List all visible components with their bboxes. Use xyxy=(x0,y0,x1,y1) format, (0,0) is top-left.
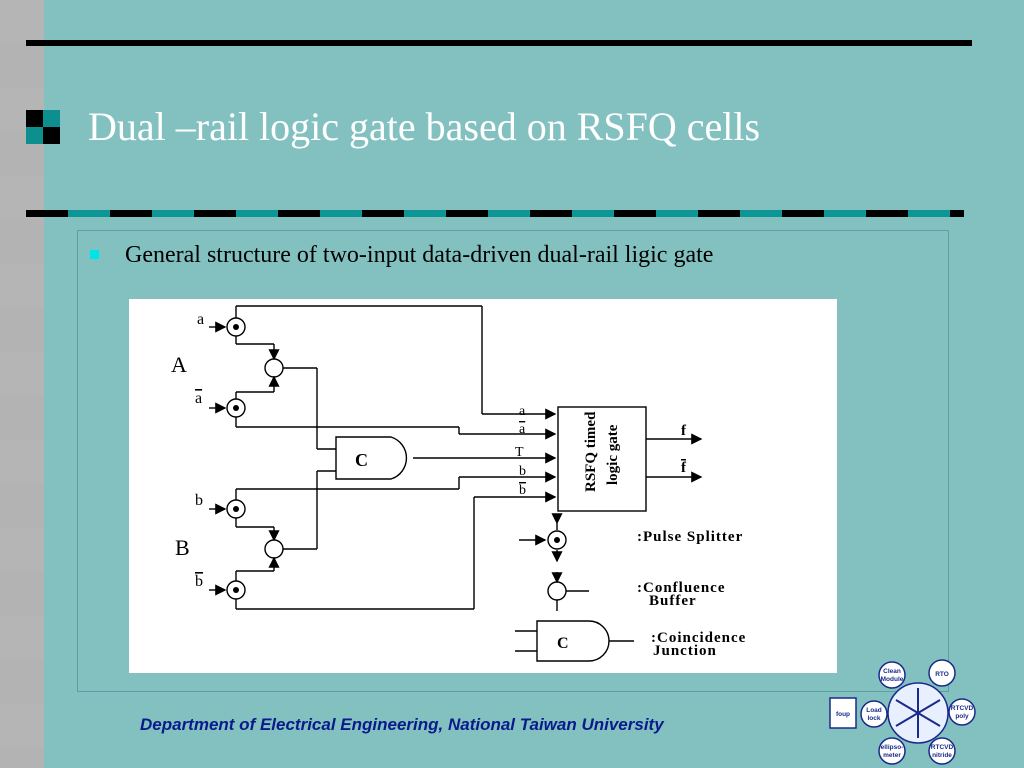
logo-clean: Clean xyxy=(883,668,901,675)
logo-meter: meter xyxy=(883,752,901,759)
logo-poly: poly xyxy=(955,713,969,720)
label-gate-line2: logic gate xyxy=(605,424,621,485)
label-out-f-bar: f xyxy=(681,460,687,476)
legend-c-label: C xyxy=(557,635,569,652)
logo-rto: RTO xyxy=(935,671,949,678)
label-input-b-bar: b xyxy=(195,573,203,590)
c-gate xyxy=(335,436,408,480)
dashed-rule xyxy=(26,210,964,217)
legend-confluence-text-1: :Confluence xyxy=(637,580,726,596)
legend-confluence-text-2: Buffer xyxy=(649,593,697,609)
label-c: C xyxy=(355,450,368,470)
label-gate-a-bar: a xyxy=(519,422,526,437)
confluence-b xyxy=(264,539,284,559)
bullet-icon xyxy=(90,250,99,259)
label-input-b: b xyxy=(195,492,203,509)
label-gate-b: b xyxy=(519,464,526,479)
label-gate-line1: RSFQ timed xyxy=(583,411,599,492)
strip-block xyxy=(0,528,44,572)
logo-lock: lock xyxy=(867,715,880,722)
footer-text: Department of Electrical Engineering, Na… xyxy=(140,715,664,734)
strip-block xyxy=(0,616,44,660)
legend-confluence-icon xyxy=(547,581,567,601)
title-bullet-icon xyxy=(26,110,60,144)
strip-block xyxy=(0,264,44,308)
logo-module: Module xyxy=(881,676,904,683)
label-group-a: A xyxy=(171,352,187,377)
circuit-svg: a a b b A B C a a T b b f f RSFQ timed l… xyxy=(171,305,746,662)
legend-splitter-text: :Pulse Splitter xyxy=(637,529,743,545)
legend-coincidence-icon xyxy=(536,620,610,662)
strip-block xyxy=(0,704,44,748)
logo-rtcvd-1: RTCVD xyxy=(951,705,974,712)
label-out-f: f xyxy=(681,423,687,439)
content-frame xyxy=(77,230,949,692)
label-gate-a: a xyxy=(519,404,526,419)
strip-block xyxy=(0,352,44,396)
label-gate-t: T xyxy=(515,445,524,460)
confluence-a xyxy=(264,358,284,378)
bullet-text: General structure of two-input data-driv… xyxy=(125,242,714,268)
logo-ellipso: ellipso- xyxy=(881,744,904,751)
label-input-a: a xyxy=(197,311,204,328)
slide-title: Dual –rail logic gate based on RSFQ cell… xyxy=(88,104,761,149)
label-group-b: B xyxy=(175,535,190,560)
logo-rtcvd-2: RTCVD xyxy=(931,744,954,751)
top-rule xyxy=(26,40,972,46)
rsfq-gate-box xyxy=(557,406,647,512)
logo-load: Load xyxy=(866,707,882,714)
label-gate-b-bar: b xyxy=(519,483,526,498)
logo-foup: foup xyxy=(836,711,850,718)
cluster-tool-logo-icon: Clean Module RTO Load lock RTCVD poly fo… xyxy=(829,659,976,765)
strip-block xyxy=(0,440,44,484)
label-input-a-bar: a xyxy=(195,390,202,407)
foup-box xyxy=(829,697,857,729)
legend-coincidence-text-2: Junction xyxy=(653,643,717,659)
logo-nitride: nitride xyxy=(932,752,952,759)
legend-coincidence-text-1: :Coincidence xyxy=(651,630,746,646)
strip-block xyxy=(0,0,44,44)
circuit-diagram: a a b b A B C a a T b b f f RSFQ timed l… xyxy=(129,299,837,673)
